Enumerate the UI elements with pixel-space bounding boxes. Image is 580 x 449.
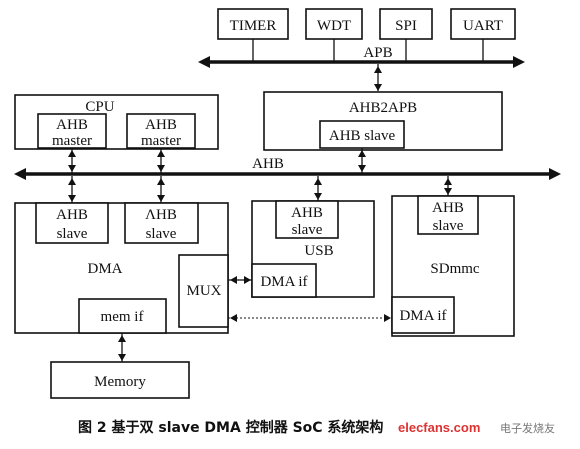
svg-text:AHB: AHB xyxy=(56,207,88,223)
svg-text:AHB: AHB xyxy=(291,205,323,221)
svg-text:mem if: mem if xyxy=(101,309,144,325)
usb-label: USB xyxy=(304,243,333,259)
upper-ahb-connectors xyxy=(68,148,366,173)
sdmmc-dma-if: DMA if xyxy=(391,296,455,334)
ahb-label: AHB xyxy=(252,156,284,172)
dma-ahb-slave-2: ΛHB slave xyxy=(124,202,199,244)
cpu-ahb-master-1: AHB master xyxy=(37,113,107,149)
svg-text:slave: slave xyxy=(57,226,88,242)
watermark-site: elecfans.com xyxy=(398,420,480,435)
dma-ahb-slave-1: AHB slave xyxy=(35,202,109,244)
apb-ahb2apb-connector xyxy=(374,64,382,91)
memory-label: Memory xyxy=(94,374,146,390)
svg-text:slave: slave xyxy=(433,218,464,234)
usb-ahb-slave: AHB slave xyxy=(275,200,339,239)
dma-mux: MUX xyxy=(178,254,229,328)
memif-memory-link xyxy=(118,333,126,362)
timer-label: TIMER xyxy=(230,18,277,34)
cpu-block: CPU AHB master AHB master xyxy=(14,94,219,150)
svg-text:AHB: AHB xyxy=(432,200,464,216)
sdmmc-ahb-slave: AHB slave xyxy=(417,195,479,235)
svg-text:master: master xyxy=(141,133,181,149)
apb-label: APB xyxy=(363,45,392,61)
dma-block: DMA AHB slave ΛHB slave MUX mem if xyxy=(14,202,229,334)
ahb2apb-block: AHB2APB AHB slave xyxy=(263,91,503,151)
lower-ahb-connectors xyxy=(68,176,452,203)
svg-text:slave: slave xyxy=(146,226,177,242)
spi-block: SPI xyxy=(379,8,433,40)
svg-text:AHB: AHB xyxy=(56,117,88,133)
timer-block: TIMER xyxy=(217,8,289,40)
dma-mem-if: mem if xyxy=(78,298,167,334)
mux-sdmmc-link xyxy=(228,314,392,322)
watermark-brand: 电子发烧友 xyxy=(500,421,555,435)
svg-text:DMA if: DMA if xyxy=(399,308,446,324)
svg-text:slave: slave xyxy=(292,222,323,238)
spi-label: SPI xyxy=(395,18,417,34)
ahb2apb-ahb-slave: AHB slave xyxy=(319,120,405,149)
cpu-ahb-master-2: AHB master xyxy=(126,113,196,149)
uart-block: UART xyxy=(450,8,516,40)
svg-text:MUX: MUX xyxy=(186,283,221,299)
wdt-label: WDT xyxy=(317,18,351,34)
svg-text:master: master xyxy=(52,133,92,149)
usb-block: USB AHB slave DMA if xyxy=(251,200,375,298)
apb-bus: APB xyxy=(198,45,525,68)
usb-dma-if: DMA if xyxy=(251,263,317,298)
cpu-label: CPU xyxy=(85,99,114,115)
uart-label: UART xyxy=(463,18,503,34)
dma-label: DMA xyxy=(87,261,122,277)
apb-connectors xyxy=(252,39,484,61)
figure-caption: 图 2 基于双 slave DMA 控制器 SoC 系统架构 xyxy=(78,419,383,436)
sdmmc-block: SDmmc AHB slave DMA if xyxy=(391,195,515,337)
ahb-bus: AHB xyxy=(14,156,561,180)
svg-text:AHB slave: AHB slave xyxy=(329,128,396,144)
svg-text:AHB: AHB xyxy=(145,117,177,133)
svg-text:DMA if: DMA if xyxy=(260,274,307,290)
mux-usb-link xyxy=(228,276,252,284)
ahb2apb-label: AHB2APB xyxy=(349,100,417,116)
memory-block: Memory xyxy=(50,361,190,399)
sdmmc-label: SDmmc xyxy=(430,261,480,277)
svg-text:ΛHB: ΛHB xyxy=(145,207,177,223)
wdt-block: WDT xyxy=(305,8,363,40)
